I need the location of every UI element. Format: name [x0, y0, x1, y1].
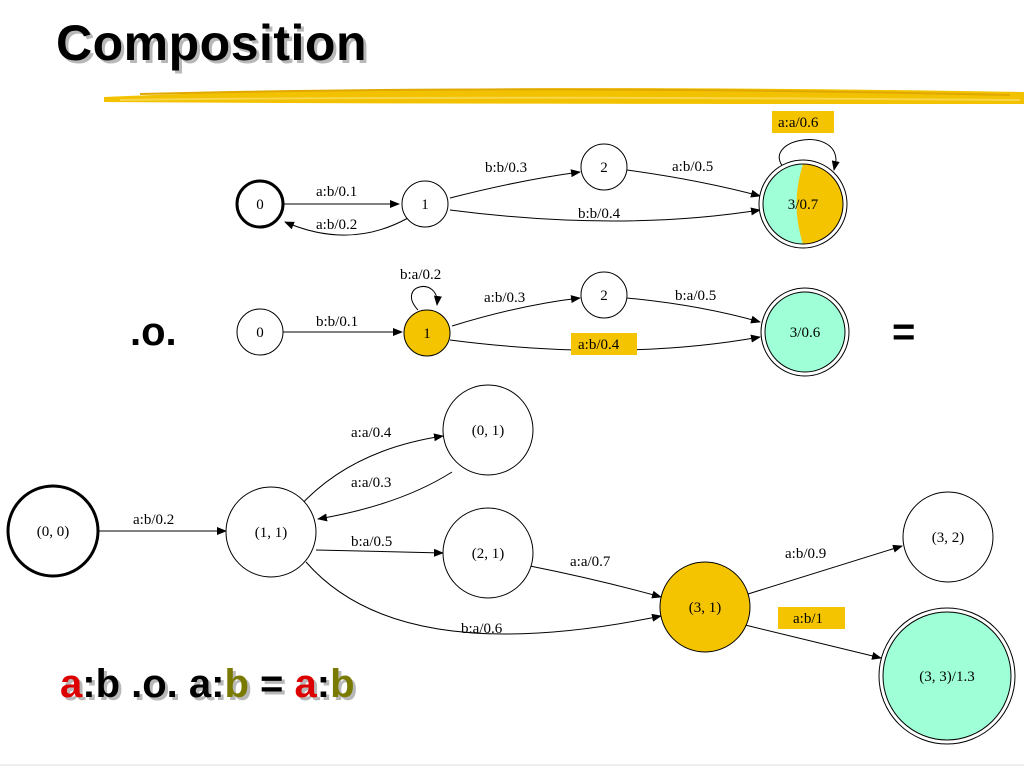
arc-label: a:a/0.3 [351, 475, 391, 491]
arc-r-21-31 [529, 565, 662, 599]
node-label: (1, 1) [255, 525, 288, 541]
slide-title: Composition [56, 15, 368, 71]
node-label: 3/0.7 [788, 197, 819, 213]
arc-a-1-3 [449, 207, 761, 222]
state-r-31 [659, 561, 751, 653]
arc-a-1-2 [449, 169, 581, 199]
arc-label: b:a/0.5 [675, 288, 716, 304]
arc-label: b:a/0.2 [400, 267, 441, 283]
state-a-0 [235, 179, 285, 229]
state-r-01 [442, 384, 534, 476]
arc-label: b:b/0.3 [485, 160, 527, 176]
eq-part: :b .o. a: [82, 662, 225, 706]
eq-part: b [224, 662, 249, 706]
state-a-1 [401, 180, 449, 228]
node-label: 1 [423, 326, 431, 342]
arc-a-1-0 [284, 217, 409, 236]
node-label: (0, 0) [37, 524, 70, 540]
eq-part: b [330, 662, 355, 706]
node-label: (3, 3)/1.3 [919, 669, 974, 685]
arc-label: a:a/0.7 [570, 554, 611, 570]
eq-part: a [294, 662, 317, 706]
state-r-00 [6, 484, 100, 578]
arc-r-11-01 [297, 433, 444, 509]
state-r-33-final [878, 607, 1016, 745]
state-a-2 [580, 143, 628, 191]
state-r-32 [902, 491, 994, 583]
arc-label: a:b/1 [793, 611, 823, 627]
transducer-b: 0 1 2 3/0.6 b:b/0.1 b:a/0.2 a:b/0.3 a:b/… [236, 267, 850, 377]
node-label: (2, 1) [472, 546, 505, 562]
node-label: (3, 1) [689, 600, 722, 616]
arc-b-2-3 [626, 297, 761, 324]
arc-r-31-32 [747, 544, 903, 595]
arc-r-11-21 [315, 548, 444, 557]
arc-label: a:b/0.2 [316, 217, 357, 233]
state-b-1 [403, 309, 451, 357]
arc-a-2-3 [626, 169, 761, 198]
arc-label: b:b/0.1 [316, 314, 358, 330]
eq-part: : [316, 662, 331, 706]
arc-label: a:b/0.4 [578, 337, 620, 353]
node-label: 2 [600, 288, 608, 304]
arc-highlight [772, 111, 834, 133]
node-label: 0 [256, 325, 264, 341]
arc-label: b:b/0.4 [578, 206, 621, 222]
arc-label: b:a/0.5 [351, 534, 392, 550]
node-label: 0 [256, 197, 264, 213]
arc-label: a:a/0.4 [351, 425, 392, 441]
arc-label: a:b/0.2 [133, 512, 174, 528]
arc-r-11-31 [305, 561, 662, 635]
arc-label: a:b/0.3 [484, 290, 525, 306]
eq-part: a [60, 662, 83, 706]
equals-operator: = [892, 310, 915, 354]
node-label: 2 [600, 160, 608, 176]
brush-underline [104, 88, 1024, 104]
state-a-3-final [758, 159, 848, 249]
arc-label: a:b/0.5 [672, 159, 713, 175]
arc-label: a:a/0.6 [778, 115, 819, 131]
state-r-11 [225, 486, 317, 578]
arc-r-31-33 [744, 624, 882, 660]
state-r-21 [442, 507, 534, 599]
eq-part: = [248, 662, 295, 706]
arc-label: a:b/0.1 [316, 184, 357, 200]
arc-label: b:a/0.6 [461, 621, 503, 637]
transducer-a: 0 1 2 3/0.7 a:b/0.1 a:b/0.2 b:b/0.3 b:b/… [235, 111, 848, 249]
arc-highlight [778, 607, 845, 629]
arc-r-01-11 [317, 471, 453, 522]
arc-b-1-2 [451, 295, 581, 327]
node-label: (0, 1) [472, 423, 505, 439]
node-label: 1 [421, 197, 429, 213]
result-transducer: (0, 0) (1, 1) (0, 1) (2, 1) (3, 1) (3, 2… [6, 384, 1016, 745]
composition-equation: a:b .o. a:b = a:b [60, 662, 355, 707]
arc-b-1-loop [411, 286, 442, 311]
node-label: (3, 2) [932, 530, 965, 546]
arc-highlight [571, 333, 637, 355]
arc-label: a:b/0.9 [785, 546, 826, 562]
node-label: 3/0.6 [790, 325, 821, 341]
state-b-3-final [760, 287, 850, 377]
state-b-0 [236, 308, 284, 356]
arc-a-3-loop [778, 139, 840, 171]
state-b-2 [580, 271, 628, 319]
compose-operator: .o. [130, 310, 177, 354]
